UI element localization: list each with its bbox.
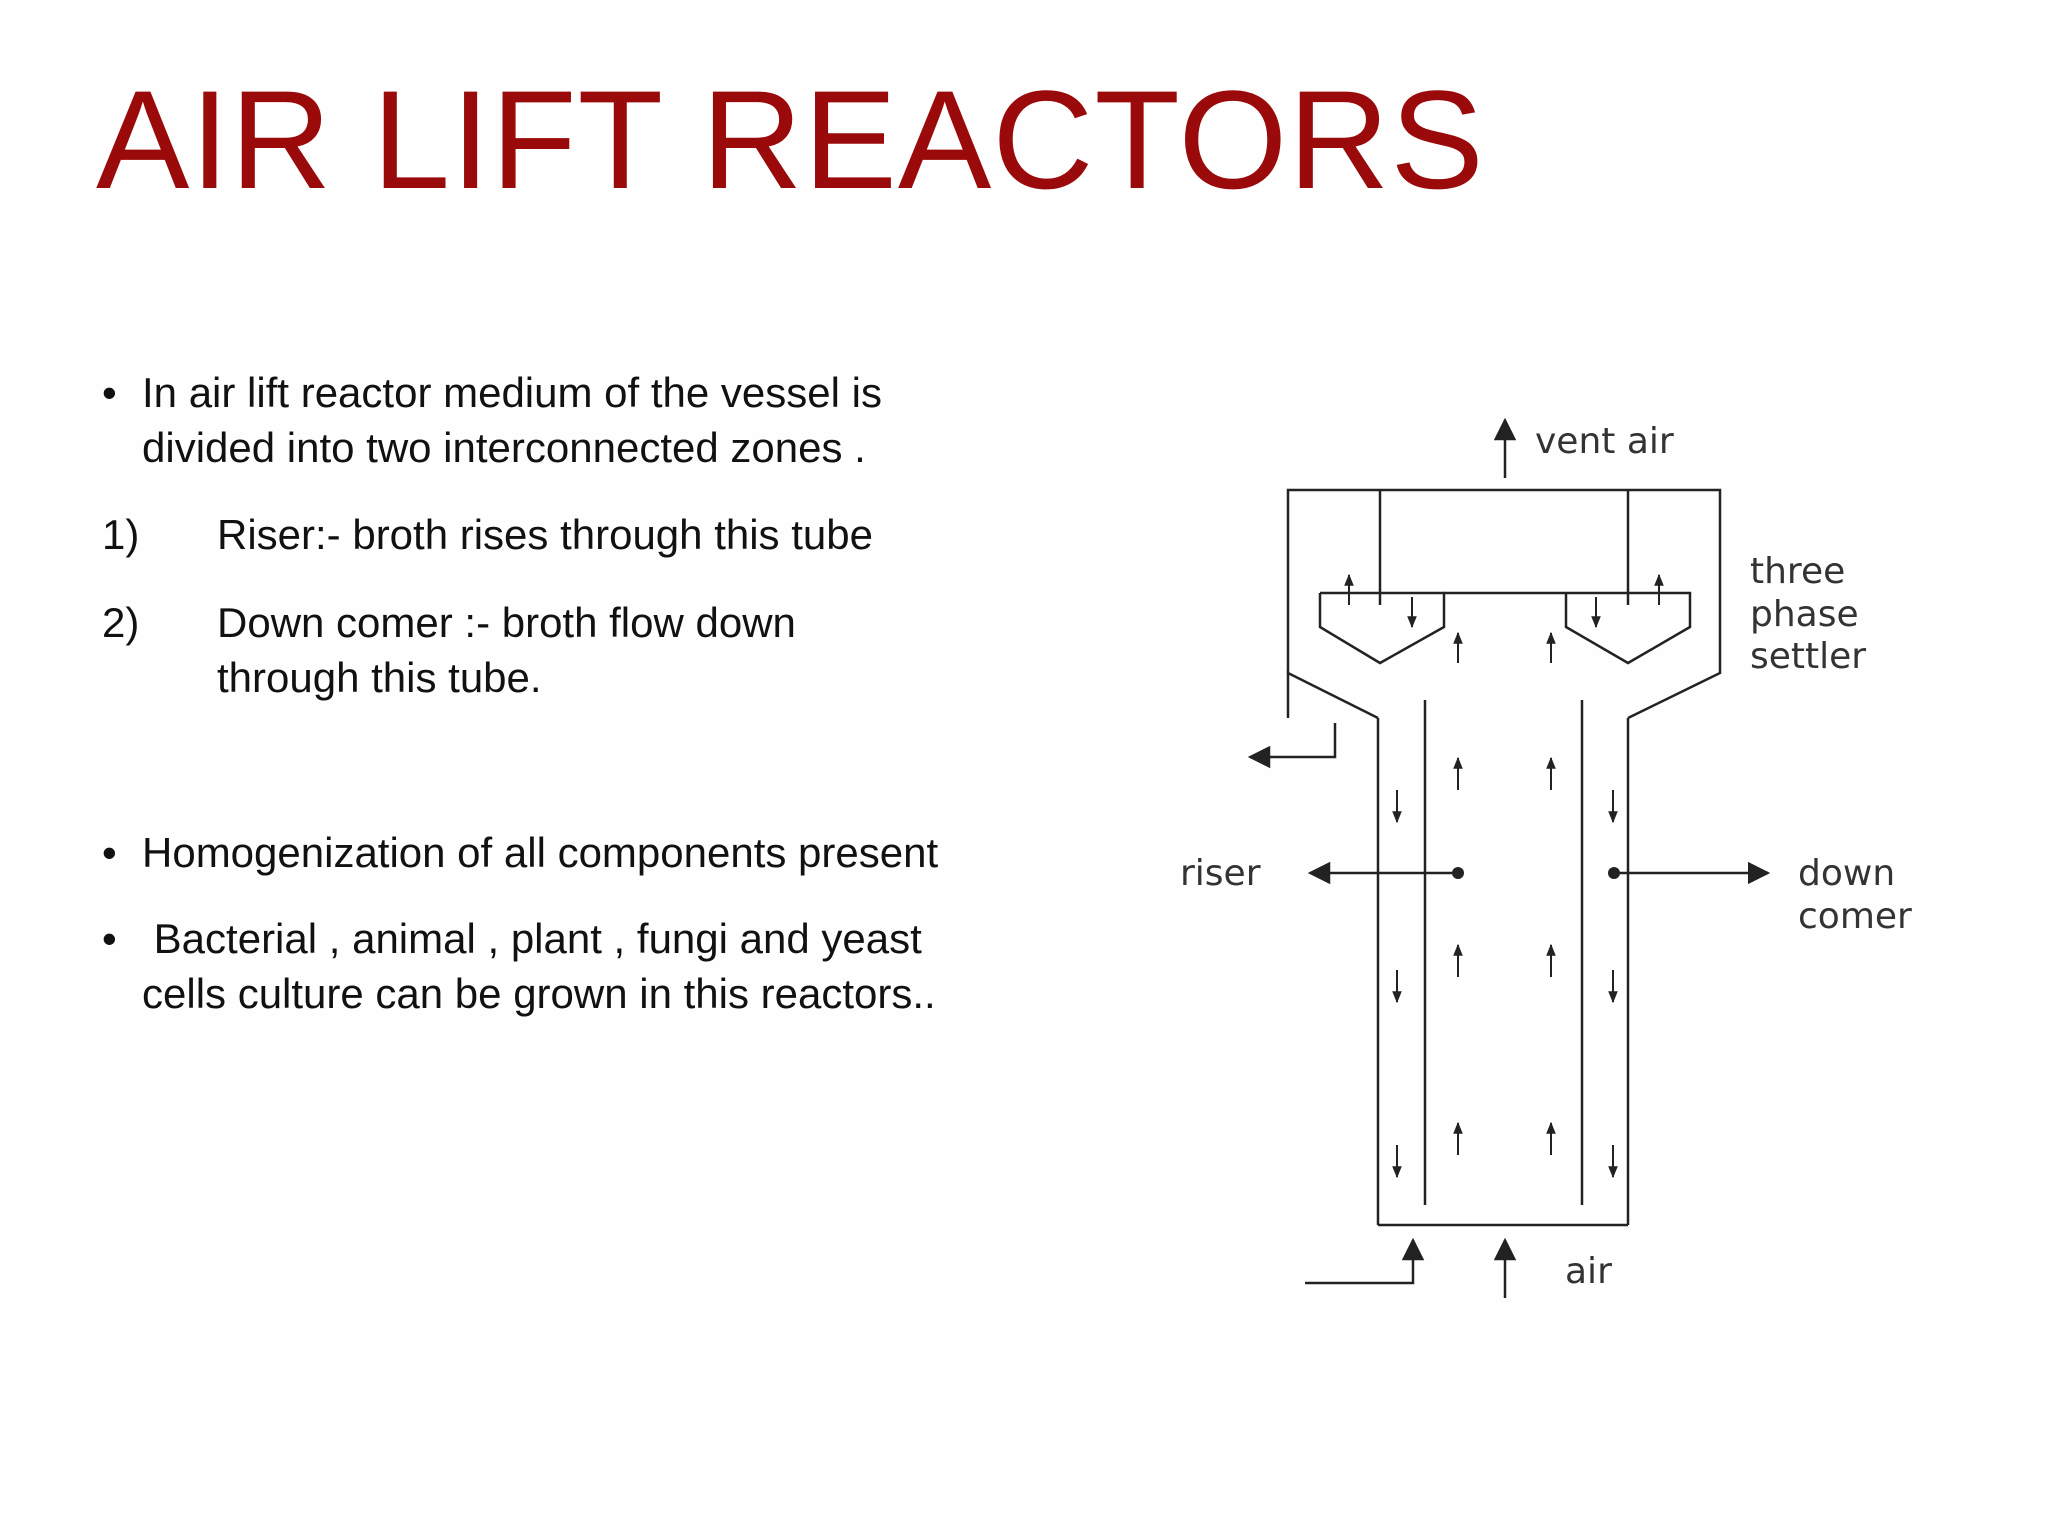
- bullet-text-line1: Bacterial , animal , plant , fungi and y…: [142, 915, 922, 962]
- label-air: air: [1565, 1251, 1612, 1292]
- reactor-vessel: [1247, 417, 1771, 1298]
- slide-title: AIR LIFT REACTORS: [96, 61, 1485, 218]
- diagram-labels: vent air three phase settler riser down …: [1180, 421, 1912, 1292]
- label-down: down: [1798, 853, 1895, 894]
- pointer-dots: [1452, 867, 1620, 879]
- item-text: Riser:- broth rises through this tube: [217, 511, 873, 558]
- bullet-text: Homogenization of all components present: [142, 829, 939, 876]
- item-text-line2: through this tube.: [217, 654, 542, 701]
- label-phase: phase: [1750, 594, 1859, 635]
- label-comer: comer: [1798, 896, 1912, 937]
- left-settler-funnel: [1318, 591, 1446, 665]
- right-settler-funnel: [1564, 591, 1692, 665]
- bullet-marker: •: [102, 829, 117, 876]
- downcomer-dot: [1608, 867, 1620, 879]
- slide-body: • In air lift reactor medium of the vess…: [102, 365, 1082, 1017]
- label-vent-air: vent air: [1535, 421, 1674, 462]
- label-settler: settler: [1750, 636, 1866, 677]
- bullet-text-line1: In air lift reactor medium of the vessel…: [142, 369, 882, 416]
- flow-arrows: [1344, 573, 1664, 1179]
- label-three: three: [1750, 551, 1845, 592]
- item-text-line1: Down comer :- broth flow down: [217, 599, 796, 646]
- settler-outer-wall: [1286, 670, 1379, 720]
- settler-outer-left: [1286, 488, 1722, 720]
- number-marker: 1): [102, 511, 140, 558]
- air-inlet-pipe: [1305, 1237, 1425, 1285]
- riser-dot: [1452, 867, 1464, 879]
- number-marker: 2): [102, 599, 140, 646]
- label-riser: riser: [1180, 853, 1261, 894]
- outlet-pipe: [1247, 723, 1337, 769]
- bullet-text-line2: cells culture can be grown in this react…: [142, 970, 936, 1017]
- bullet-marker: •: [102, 369, 117, 416]
- bullet-text-line2: divided into two interconnected zones .: [142, 424, 866, 471]
- bullet-marker: •: [102, 915, 117, 962]
